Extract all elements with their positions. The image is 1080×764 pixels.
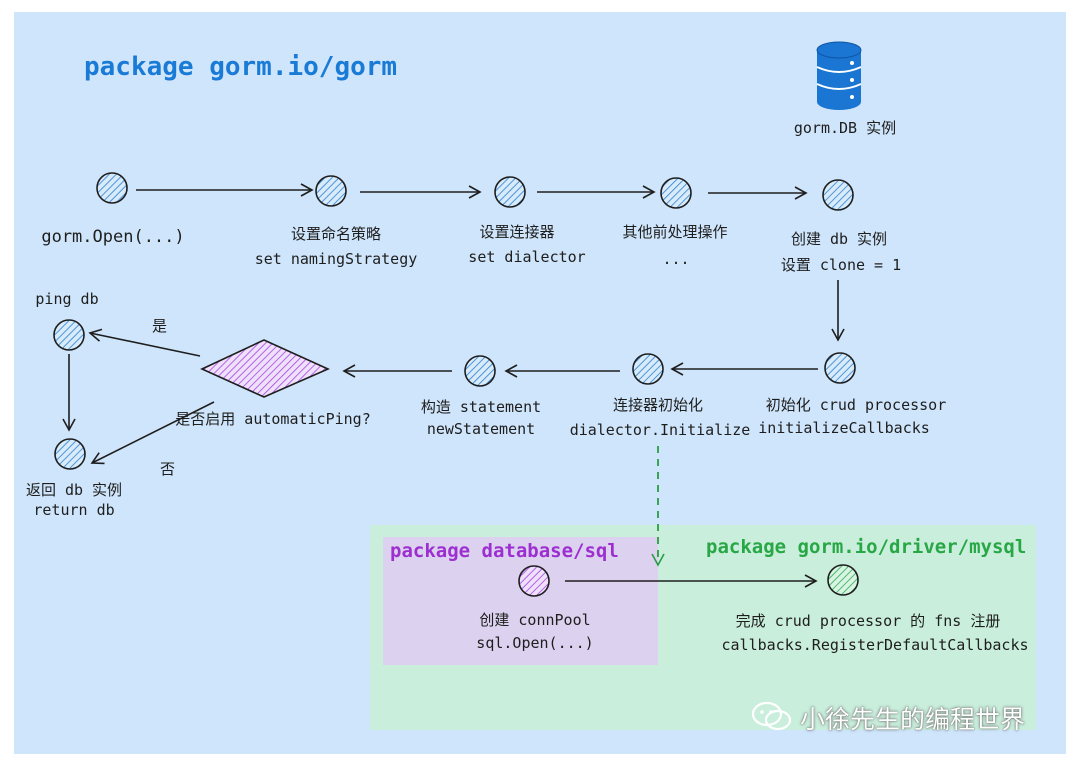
- label-decision: 是否启用 automaticPing?: [175, 410, 371, 428]
- node-ping: [53, 319, 85, 351]
- node-return: [54, 438, 86, 470]
- node-preprocess: [660, 177, 692, 209]
- label-preprocess-cn: 其他前处理操作: [622, 223, 728, 241]
- label-naming-en: set namingStrategy: [254, 250, 418, 268]
- db-instance-label: gorm.DB 实例: [793, 119, 897, 137]
- label-preprocess-en: ...: [662, 250, 690, 268]
- label-create-db-en: 设置 clone = 1: [780, 256, 902, 274]
- node-create-db: [822, 179, 854, 211]
- edge-label-yes: 是: [152, 317, 168, 335]
- arrow-decision-ping: [88, 328, 201, 357]
- label-return-en: return db: [33, 501, 115, 519]
- label-init-dialector-cn: 连接器初始化: [612, 396, 704, 414]
- label-dialector-en: set dialector: [468, 248, 586, 266]
- label-naming-cn: 设置命名策略: [290, 225, 382, 243]
- arrow-decision-return: [90, 401, 215, 465]
- decision-diamond: [200, 339, 330, 398]
- label-register-cn: 完成 crud processor 的 fns 注册: [735, 612, 1001, 630]
- edge-label-no: 否: [160, 460, 176, 478]
- label-register-en: callbacks.RegisterDefaultCallbacks: [721, 636, 1029, 654]
- wechat-icon: [751, 701, 792, 731]
- node-init-crud: [824, 352, 856, 384]
- label-init-crud-cn: 初始化 crud processor: [765, 396, 947, 414]
- package-mysql-title: package gorm.io/driver/mysql: [706, 536, 1027, 558]
- label-create-db-cn: 创建 db 实例: [790, 230, 888, 248]
- node-init-dialector: [632, 353, 664, 385]
- database-icon: [816, 41, 862, 110]
- node-naming: [315, 175, 347, 207]
- label-connpool-cn: 创建 connPool: [479, 611, 591, 629]
- label-init-crud-en: initializeCallbacks: [758, 419, 930, 437]
- label-ping: ping db: [35, 290, 99, 308]
- node-connpool: [518, 565, 550, 597]
- label-connpool-en: sql.Open(...): [476, 634, 594, 652]
- node-statement: [464, 355, 496, 387]
- label-open: gorm.Open(...): [41, 227, 185, 247]
- watermark: 小徐先生的编程世界: [800, 705, 1026, 734]
- node-register: [827, 564, 859, 596]
- label-statement-en: newStatement: [426, 420, 536, 438]
- label-statement-cn: 构造 statement: [420, 398, 542, 416]
- label-dialector-cn: 设置连接器: [479, 223, 555, 241]
- node-dialector: [494, 176, 526, 208]
- package-sql-panel: [383, 537, 658, 665]
- node-open: [96, 172, 128, 204]
- label-init-dialector-en: dialector.Initialize: [569, 421, 751, 439]
- package-gorm-title: package gorm.io/gorm: [84, 52, 398, 82]
- package-sql-title: package database/sql: [390, 540, 619, 562]
- label-return-cn: 返回 db 实例: [25, 481, 123, 499]
